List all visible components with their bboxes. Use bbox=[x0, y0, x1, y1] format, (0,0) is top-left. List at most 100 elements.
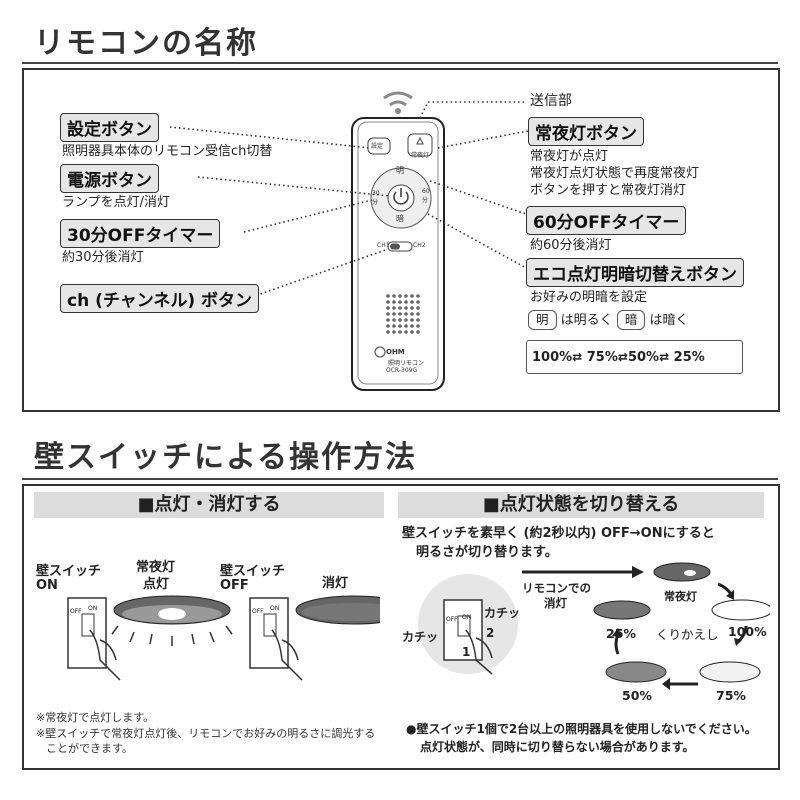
cycle-25: 25% bbox=[606, 626, 636, 641]
grille-dot bbox=[410, 330, 414, 334]
switch-on-off-text: OFF bbox=[70, 608, 82, 615]
remote-off-2: 消灯 bbox=[544, 596, 567, 610]
switch-off-off-text: OFF bbox=[252, 608, 264, 615]
cycle-75: 75% bbox=[716, 688, 746, 703]
grille-dot bbox=[404, 318, 408, 322]
wall-switch-panel bbox=[22, 484, 780, 770]
grille-dot bbox=[416, 318, 420, 322]
remote-ch1-text: CH1 bbox=[377, 242, 390, 249]
warning-2: 点灯状態が、同時に切り替らない場合があります。 bbox=[420, 740, 695, 754]
grille-dot bbox=[398, 330, 402, 334]
grille-dot bbox=[398, 300, 402, 304]
grille-dot bbox=[386, 300, 390, 304]
grille-dot bbox=[386, 312, 390, 316]
grille-dot bbox=[416, 324, 420, 328]
lamp-50 bbox=[605, 661, 667, 683]
grille-dot bbox=[410, 306, 414, 310]
grille-dot bbox=[386, 318, 390, 322]
remote-bright-text: 明 bbox=[396, 166, 404, 175]
hand-icon bbox=[89, 629, 121, 681]
arrow-right-icon bbox=[632, 566, 644, 578]
right-header: ■点灯状態を切り替える bbox=[398, 492, 764, 518]
right-intro-1: 壁スイッチを素早く (約2秒以内) OFF→ONにすると bbox=[402, 526, 715, 541]
click-label-2: カチッ bbox=[484, 606, 521, 620]
on-label-2: ON bbox=[36, 578, 58, 593]
timer60-desc: 約60分後消灯 bbox=[530, 238, 612, 253]
grille-dot bbox=[392, 330, 396, 334]
grille-dot bbox=[386, 306, 390, 310]
grille-dot bbox=[404, 330, 408, 334]
section1-rule bbox=[22, 62, 778, 64]
grille-dot bbox=[386, 294, 390, 298]
level-50: 50% bbox=[627, 350, 660, 365]
grille-dot bbox=[392, 318, 396, 322]
grille-dot bbox=[404, 300, 408, 304]
grille-dot bbox=[398, 312, 402, 316]
grille-dot bbox=[392, 312, 396, 316]
grille-dot bbox=[404, 294, 408, 298]
grille-dot bbox=[398, 318, 402, 322]
timer30-desc: 約30分後消灯 bbox=[62, 250, 144, 265]
remote-ch2-text: CH2 bbox=[413, 242, 426, 249]
transmitter-label: 送信部 bbox=[530, 93, 572, 109]
remote-model-no: OCR-309G bbox=[386, 367, 418, 374]
grille-dot bbox=[410, 318, 414, 322]
grille-dot bbox=[392, 324, 396, 328]
warning-1: ●壁スイッチ1個で2台以上の照明器具を使用しないでください。 bbox=[406, 722, 757, 736]
off-label-1: 壁スイッチ bbox=[220, 564, 286, 579]
swap-arrow-icon: ⇄ bbox=[617, 350, 628, 364]
hand-icon bbox=[465, 629, 493, 675]
off-result: 消灯 bbox=[322, 576, 349, 591]
grille-dot bbox=[404, 306, 408, 310]
bell-icon bbox=[416, 136, 424, 145]
dark-key: 暗 bbox=[616, 310, 646, 330]
cycle-50: 50% bbox=[622, 688, 652, 703]
left-header: ■点灯・消灯する bbox=[34, 492, 384, 518]
section2-rule bbox=[22, 478, 778, 480]
remote-setting-text: 設定 bbox=[371, 143, 384, 150]
grille-dot bbox=[398, 324, 402, 328]
toggle-off-text: OFF bbox=[446, 616, 458, 623]
right-intro-2: 明るさが切り替ります。 bbox=[416, 545, 558, 560]
remote-off-1: リモコンでの bbox=[522, 581, 591, 595]
grille-dot bbox=[386, 330, 390, 334]
grille-dot bbox=[416, 306, 420, 310]
remote-dark-text: 暗 bbox=[396, 214, 404, 223]
click-label-1: カチッ bbox=[402, 630, 439, 644]
remote-30-text: 30分 bbox=[372, 190, 380, 206]
remote-night-button[interactable] bbox=[407, 133, 433, 157]
timer60-label: 60分OFFタイマー bbox=[526, 206, 687, 235]
level-25: 25% bbox=[673, 350, 705, 365]
cycle-illustration bbox=[418, 562, 770, 690]
remote-brand: OHM bbox=[386, 348, 405, 356]
on-result-1: 常夜灯 bbox=[136, 560, 176, 575]
grille-dot bbox=[416, 312, 420, 316]
switch-off-on-text: ON bbox=[270, 605, 280, 612]
night-desc-2: 常夜灯点灯状態で再度常夜灯 bbox=[530, 166, 700, 181]
level-100: 100% bbox=[532, 350, 573, 365]
left-note-3: ことができます。 bbox=[46, 742, 133, 755]
switch-on-on-text: ON bbox=[88, 605, 98, 612]
speaker-grille bbox=[386, 294, 420, 334]
remote-60-text: 60分 bbox=[422, 188, 430, 204]
grille-dot bbox=[410, 312, 414, 316]
eco-keys: 明 は明るく 暗 は暗く bbox=[528, 310, 688, 330]
step-2: 2 bbox=[486, 626, 495, 640]
eco-button-label: エコ点灯明暗切替えボタン bbox=[526, 258, 744, 287]
remote-power-button[interactable] bbox=[387, 184, 415, 212]
grille-dot bbox=[386, 324, 390, 328]
night-desc-1: 常夜灯が点灯 bbox=[530, 149, 609, 164]
night-label: 常夜灯 bbox=[664, 590, 697, 603]
repeat-label: くりかえし bbox=[656, 627, 719, 642]
left-note-1: ※常夜灯で点灯します。 bbox=[36, 711, 155, 724]
cycle-100: 100% bbox=[728, 624, 767, 639]
lamp-100 bbox=[711, 599, 770, 621]
grille-dot bbox=[404, 324, 408, 328]
grille-dot bbox=[398, 306, 402, 310]
grille-dot bbox=[392, 306, 396, 310]
levels-box: 100%⇄ 75%⇄50%⇄ 25% bbox=[526, 340, 743, 374]
grille-dot bbox=[416, 300, 420, 304]
grille-dot bbox=[416, 330, 420, 334]
off-label-2: OFF bbox=[220, 578, 249, 593]
timer30-label: 30分OFFタイマー bbox=[60, 219, 221, 248]
